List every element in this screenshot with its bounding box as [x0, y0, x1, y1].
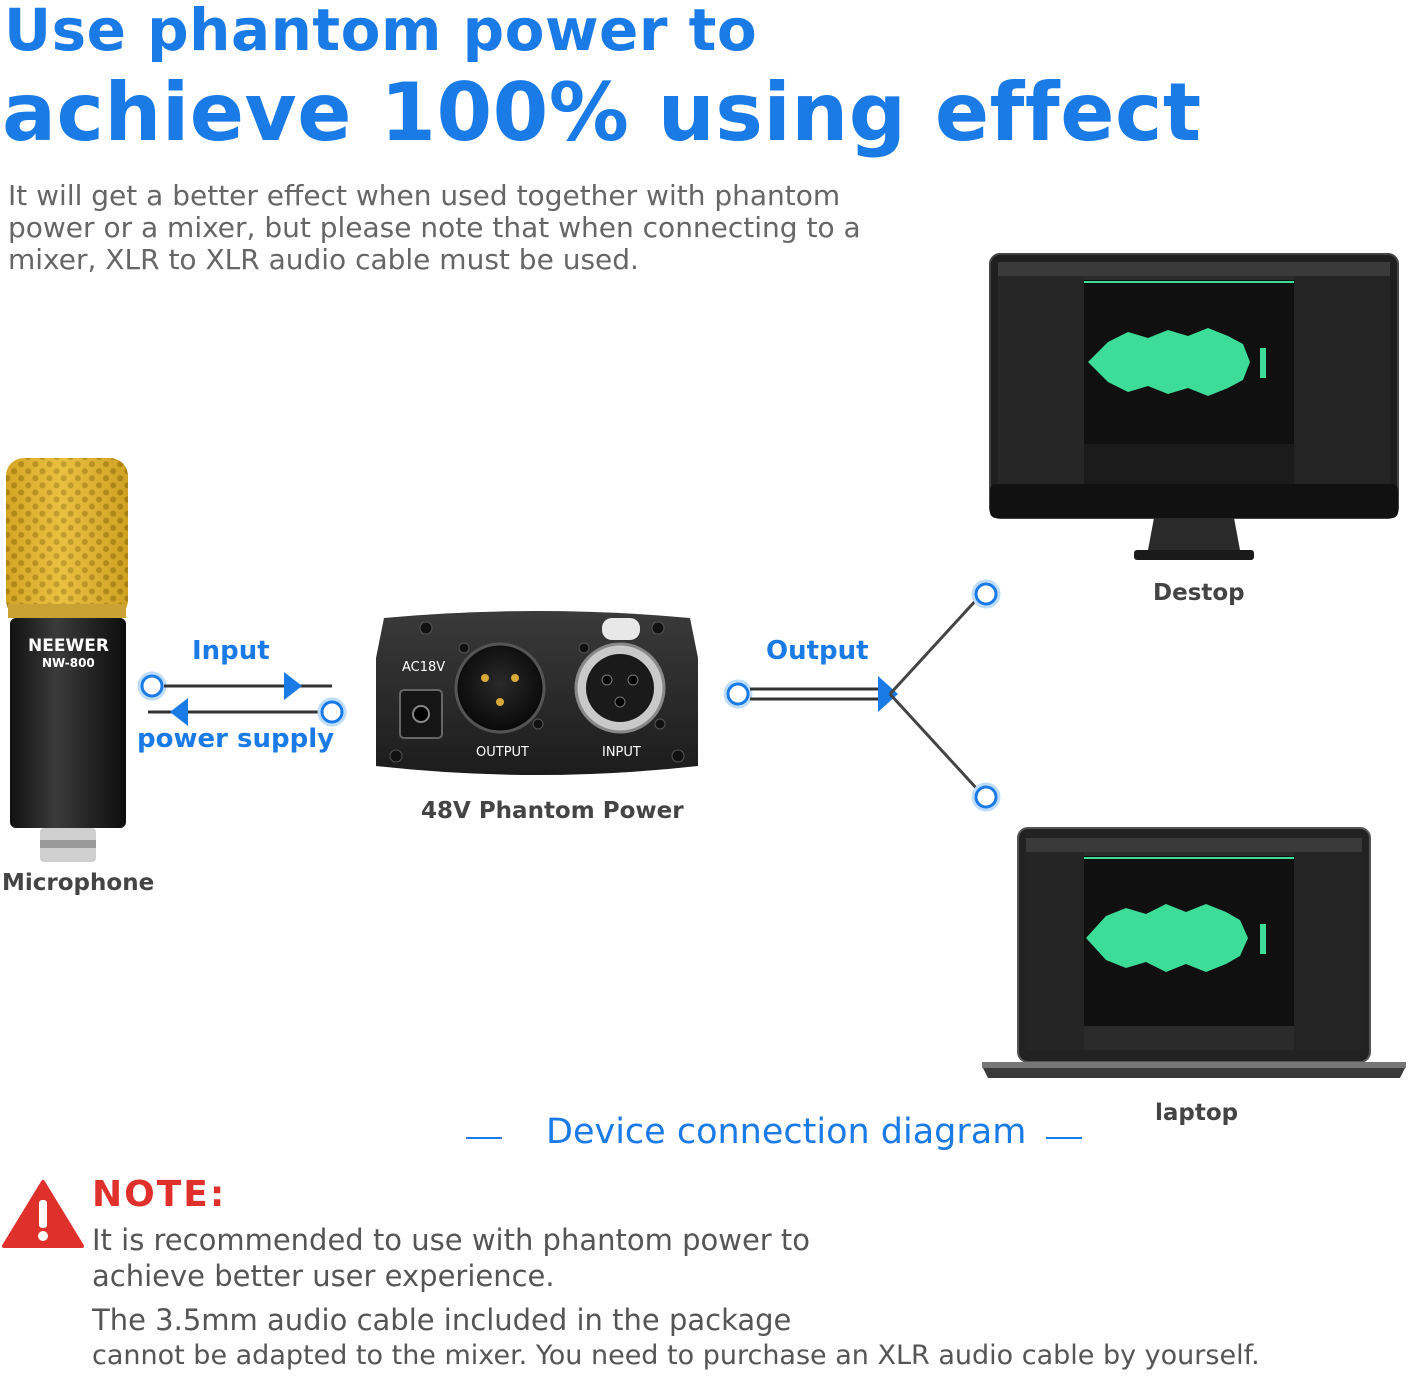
output-start-dot [724, 680, 752, 708]
note-line-1: It is recommended to use with phantom po… [92, 1223, 811, 1257]
desktop-waveform [1088, 328, 1266, 396]
input-power-arrows [137, 671, 347, 727]
note-line-2: achieve better user experience. [92, 1259, 555, 1293]
diagram-caption: Device connection diagram [546, 1112, 1027, 1152]
intro-line-2: power or a mixer, but please note that w… [8, 211, 861, 244]
input-arrow-head [284, 672, 302, 700]
power-arrow-head [170, 698, 188, 726]
output-arrow-head [878, 676, 898, 712]
laptop-image [982, 827, 1406, 1078]
phantom-power-label: 48V Phantom Power [421, 798, 684, 824]
laptop-end-dot [972, 783, 1000, 811]
intro-line-1: It will get a better effect when used to… [8, 179, 841, 212]
desktop-monitor-image [989, 253, 1399, 560]
caption-dash-left [466, 1137, 502, 1139]
laptop-label: laptop [1155, 1100, 1239, 1126]
input-start-dot [138, 672, 166, 700]
output-port-label: OUTPUT [476, 745, 529, 760]
output-label: Output [766, 636, 869, 666]
power-start-dot [318, 698, 346, 726]
desktop-label: Destop [1153, 580, 1245, 606]
intro-line-3: mixer, XLR to XLR audio cable must be us… [8, 243, 639, 276]
phantom-power-device [376, 611, 698, 775]
desktop-end-dot [972, 580, 1000, 608]
note-line-4: cannot be adapted to the mixer. You need… [92, 1340, 1260, 1371]
output-connection-lines [723, 579, 1001, 812]
ac-jack-label: AC18V [402, 660, 446, 675]
warning-icon [2, 1180, 84, 1248]
note-line-3: The 3.5mm audio cable included in the pa… [92, 1303, 792, 1337]
microphone-image [6, 458, 128, 862]
input-label: Input [192, 636, 270, 666]
laptop-waveform [1086, 904, 1266, 972]
heading-line-2: achieve 100% using effect [2, 66, 1202, 159]
input-port-label: INPUT [602, 745, 641, 760]
intro-text: It will get a better effect when used to… [8, 179, 861, 276]
caption-dash-right [1046, 1137, 1082, 1139]
note-title: NOTE: [92, 1174, 227, 1215]
heading-line-1: Use phantom power to [4, 0, 758, 64]
microphone-brand: NEEWER [28, 636, 109, 656]
microphone-label: Microphone [2, 870, 155, 896]
microphone-model: NW-800 [42, 656, 95, 670]
power-supply-label: power supply [137, 724, 335, 754]
